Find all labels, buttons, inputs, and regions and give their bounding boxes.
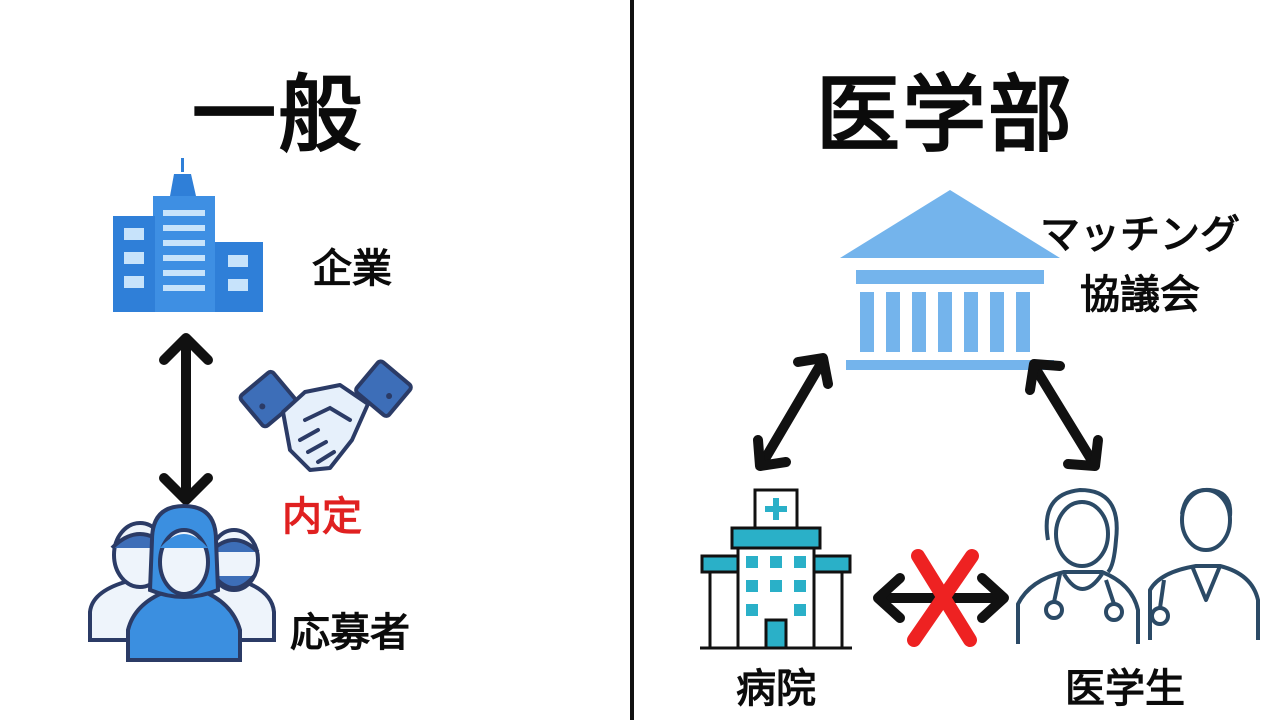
council-label-line2: 協議会 — [1080, 272, 1200, 318]
offer-label: 内定 — [282, 494, 362, 540]
right-heading: 医学部 — [815, 66, 1075, 164]
right-diagonal-arrow — [1025, 359, 1103, 471]
left-graphics — [88, 158, 413, 662]
institution-icon — [840, 190, 1060, 370]
handshake-icon — [238, 359, 413, 472]
right-graphics — [700, 190, 1260, 650]
office-building-icon — [113, 158, 263, 312]
hospital-label: 病院 — [736, 666, 816, 712]
people-group-icon — [88, 503, 276, 662]
doctor-icon — [1016, 487, 1260, 644]
hospital-icon — [700, 488, 852, 650]
company-label: 企業 — [312, 246, 392, 292]
council-label-line1: マッチング — [1040, 212, 1240, 258]
cross-mark-icon — [907, 549, 979, 647]
center-divider — [630, 0, 634, 720]
left-heading: 一般 — [191, 66, 365, 164]
applicants-label: 応募者 — [290, 610, 410, 656]
double-arrow-icon — [159, 333, 213, 505]
left-diagonal-arrow — [753, 353, 833, 471]
students-label: 医学生 — [1065, 666, 1185, 712]
